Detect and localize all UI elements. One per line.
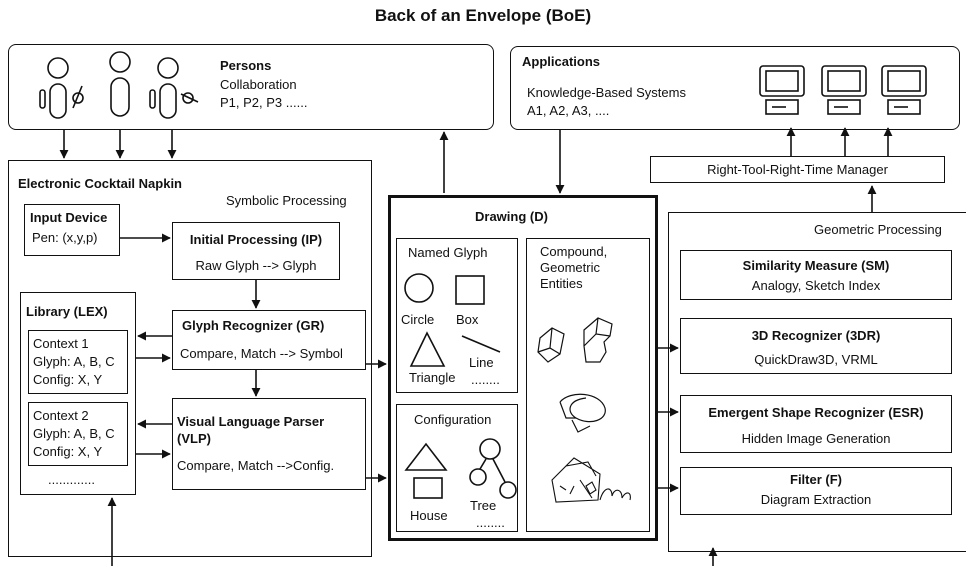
circle-label: Circle bbox=[401, 312, 435, 327]
esr-title: Emergent Shape Recognizer (ESR) bbox=[708, 405, 924, 420]
initial-processing-box bbox=[172, 222, 340, 280]
input-device-value: Pen: (x,y,p) bbox=[32, 230, 98, 245]
tree-shape bbox=[469, 438, 517, 499]
persons-box bbox=[8, 44, 494, 130]
initial-processing-desc: Raw Glyph --> Glyph bbox=[195, 258, 317, 273]
rtrt-manager-label: Right-Tool-Right-Time Manager bbox=[707, 162, 888, 177]
line-label: Line bbox=[469, 355, 494, 370]
vlp-box bbox=[172, 398, 366, 490]
similarity-measure-desc: Analogy, Sketch Index bbox=[751, 278, 881, 293]
filter-title: Filter (F) bbox=[790, 472, 842, 487]
person-figure-3 bbox=[149, 57, 199, 119]
napkin-heading: Electronic Cocktail Napkin bbox=[18, 176, 182, 191]
3d-recognizer-title: 3D Recognizer (3DR) bbox=[751, 328, 881, 343]
context1-config: Config: X, Y bbox=[33, 372, 103, 387]
applications-box bbox=[510, 46, 960, 130]
glyph-recognizer-box bbox=[172, 310, 366, 370]
vlp-desc: Compare, Match -->Config. bbox=[177, 458, 335, 473]
sketch-stairs bbox=[583, 317, 613, 363]
sketch-cube-1 bbox=[537, 327, 565, 363]
diagram-title: Back of an Envelope (BoE) bbox=[374, 6, 592, 25]
filter-desc: Diagram Extraction bbox=[760, 492, 872, 507]
vlp-title-line1: Visual Language Parser bbox=[177, 414, 325, 429]
compound-box bbox=[526, 238, 650, 532]
named-glyph-more: ........ bbox=[471, 372, 500, 387]
context1-box bbox=[28, 330, 128, 394]
vlp-title-line2: (VLP) bbox=[177, 431, 211, 446]
input-device-box bbox=[24, 204, 120, 256]
context1-name: Context 1 bbox=[33, 336, 89, 351]
rtrt-manager-box bbox=[650, 156, 945, 183]
compound-line2: Geometric bbox=[540, 260, 600, 275]
house-label: House bbox=[410, 508, 448, 523]
similarity-measure-box bbox=[680, 250, 952, 300]
house-shape bbox=[404, 442, 448, 499]
applications-kbs: Knowledge-Based Systems bbox=[527, 85, 686, 100]
triangle-label: Triangle bbox=[409, 370, 456, 385]
context2-name: Context 2 bbox=[33, 408, 89, 423]
3d-recognizer-box bbox=[680, 318, 952, 374]
applications-list: A1, A2, A3, .... bbox=[527, 103, 610, 118]
computer-icon-2 bbox=[821, 65, 867, 115]
person-figure-1 bbox=[39, 57, 84, 119]
compound-line1: Compound, bbox=[540, 244, 608, 259]
configuration-title: Configuration bbox=[414, 412, 492, 427]
context2-config: Config: X, Y bbox=[33, 444, 103, 459]
persons-list: P1, P2, P3 ...... bbox=[220, 95, 308, 110]
drawing-title: Drawing (D) bbox=[475, 209, 548, 224]
context1-glyph: Glyph: A, B, C bbox=[33, 354, 115, 369]
library-more: ............. bbox=[48, 472, 95, 487]
triangle-shape bbox=[409, 331, 446, 367]
library-title: Library (LEX) bbox=[26, 304, 108, 319]
persons-heading: Persons bbox=[220, 58, 272, 73]
context2-glyph: Glyph: A, B, C bbox=[33, 426, 115, 441]
person-figure-2 bbox=[109, 51, 131, 117]
configuration-more: ........ bbox=[476, 515, 505, 530]
box-label: Box bbox=[456, 312, 479, 327]
napkin-subheading: Symbolic Processing bbox=[226, 193, 347, 208]
named-glyph-title: Named Glyph bbox=[408, 245, 488, 260]
esr-box bbox=[680, 395, 952, 453]
filter-box bbox=[680, 467, 952, 515]
geometric-heading: Geometric Processing bbox=[814, 222, 942, 237]
tree-label: Tree bbox=[470, 498, 497, 513]
connector-arrows bbox=[59, 127, 893, 566]
initial-processing-title: Initial Processing (IP) bbox=[189, 232, 323, 247]
box-shape bbox=[455, 275, 485, 305]
input-device-title: Input Device bbox=[30, 210, 108, 225]
applications-heading: Applications bbox=[522, 54, 601, 69]
3d-recognizer-desc: QuickDraw3D, VRML bbox=[754, 352, 878, 367]
sketch-house-tree bbox=[551, 457, 631, 503]
line-shape bbox=[461, 335, 501, 353]
glyph-recognizer-desc: Compare, Match --> Symbol bbox=[180, 346, 343, 361]
named-glyph-box bbox=[396, 238, 518, 393]
esr-desc: Hidden Image Generation bbox=[741, 431, 891, 446]
sketch-emergent bbox=[559, 393, 606, 433]
similarity-measure-title: Similarity Measure (SM) bbox=[742, 258, 890, 273]
circle-shape bbox=[404, 273, 434, 303]
compound-line3: Entities bbox=[540, 276, 583, 291]
computer-icon-3 bbox=[881, 65, 927, 115]
persons-collaboration: Collaboration bbox=[220, 77, 297, 92]
context2-box bbox=[28, 402, 128, 466]
computer-icon-1 bbox=[759, 65, 805, 115]
glyph-recognizer-title: Glyph Recognizer (GR) bbox=[182, 318, 325, 333]
